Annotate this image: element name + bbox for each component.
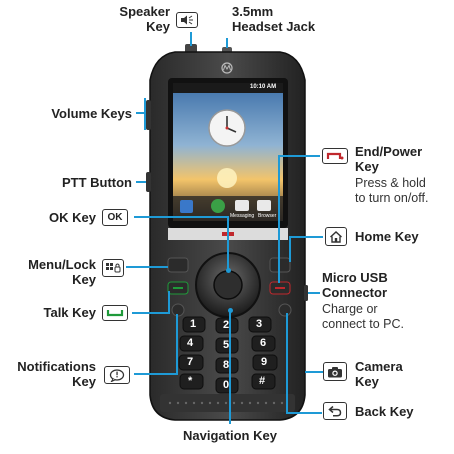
label-ptt-button: PTT Button	[61, 175, 132, 190]
status-time: 10:10 AM	[250, 84, 277, 90]
end-power-description: Press & hold to turn on/off.	[355, 176, 429, 205]
label-menu-lock-key: Menu/Lock Key	[28, 257, 96, 287]
leader-menu	[126, 266, 168, 268]
notifications-icon	[104, 366, 130, 384]
label-notifications-key: Notifications Key	[17, 359, 96, 389]
label-home-key: Home Key	[355, 229, 419, 244]
home-key-shape	[269, 257, 291, 273]
label-micro-usb: Micro USB Connector	[322, 270, 388, 300]
camera-icon	[323, 362, 347, 381]
leader-headset	[226, 38, 228, 48]
brand-logo	[221, 62, 233, 74]
back-key-shape	[278, 303, 292, 317]
leader-camera	[305, 371, 323, 373]
keypad-key-label: 4	[187, 337, 194, 349]
end-power-icon	[322, 148, 348, 164]
label-ok-key: OK Key	[49, 210, 96, 225]
keypad-key-label: #	[259, 375, 266, 387]
micro-usb-description: Charge or connect to PC.	[322, 302, 404, 331]
label-end-power-key: End/Power Key	[355, 144, 423, 174]
status-bar	[173, 83, 283, 93]
leader-home	[289, 236, 291, 262]
keypad-key-label: 3	[256, 318, 263, 330]
leader-talk	[132, 312, 170, 314]
keypad-key-label: 0	[223, 379, 230, 391]
home-icon	[325, 227, 347, 246]
keypad-key-label: 8	[223, 359, 230, 371]
keypad-key-label: 6	[260, 337, 267, 349]
label-camera-key: Camera Key	[355, 359, 403, 389]
ok-key-icon: OK	[102, 209, 128, 226]
volume-key-shape	[146, 100, 151, 130]
leader-ok	[134, 216, 228, 218]
screen-app-label-2: Browser	[258, 213, 277, 219]
keypad-key-label: 2	[223, 319, 230, 331]
notifications-key-shape	[171, 303, 185, 317]
ok-key-center	[213, 270, 243, 300]
leader-notifications	[134, 373, 178, 375]
keypad-key-label: 9	[261, 356, 268, 368]
talk-key-icon	[102, 305, 128, 321]
leader-end	[278, 155, 320, 157]
label-navigation-key: Navigation Key	[183, 428, 277, 443]
label-volume-keys: Volume Keys	[51, 106, 132, 121]
keypad	[178, 316, 278, 394]
label-back-key: Back Key	[355, 404, 414, 419]
leader-ptt	[136, 181, 146, 183]
keypad-key-label: 7	[187, 356, 194, 368]
leader-navigation	[229, 310, 231, 424]
menu-lock-key-shape	[167, 257, 189, 273]
speaker-icon	[176, 12, 198, 28]
keypad-key-label: *	[188, 375, 193, 387]
usb-port-shape	[304, 285, 308, 301]
label-headset-jack: 3.5mm Headset Jack	[232, 4, 316, 34]
leader-usb	[308, 292, 320, 294]
back-icon	[323, 402, 347, 420]
leader-back	[286, 412, 322, 414]
menu-lock-icon	[102, 259, 124, 277]
label-talk-key: Talk Key	[43, 305, 96, 320]
leader-volume	[136, 112, 146, 114]
keypad-key-label: 1	[190, 318, 197, 330]
label-speaker-key: Speaker Key	[119, 4, 170, 34]
ptt-key-shape	[146, 172, 151, 192]
leader-speaker	[190, 32, 192, 46]
keypad-key-label: 5	[223, 339, 230, 351]
screen-app-label-1: Messaging	[230, 213, 255, 219]
